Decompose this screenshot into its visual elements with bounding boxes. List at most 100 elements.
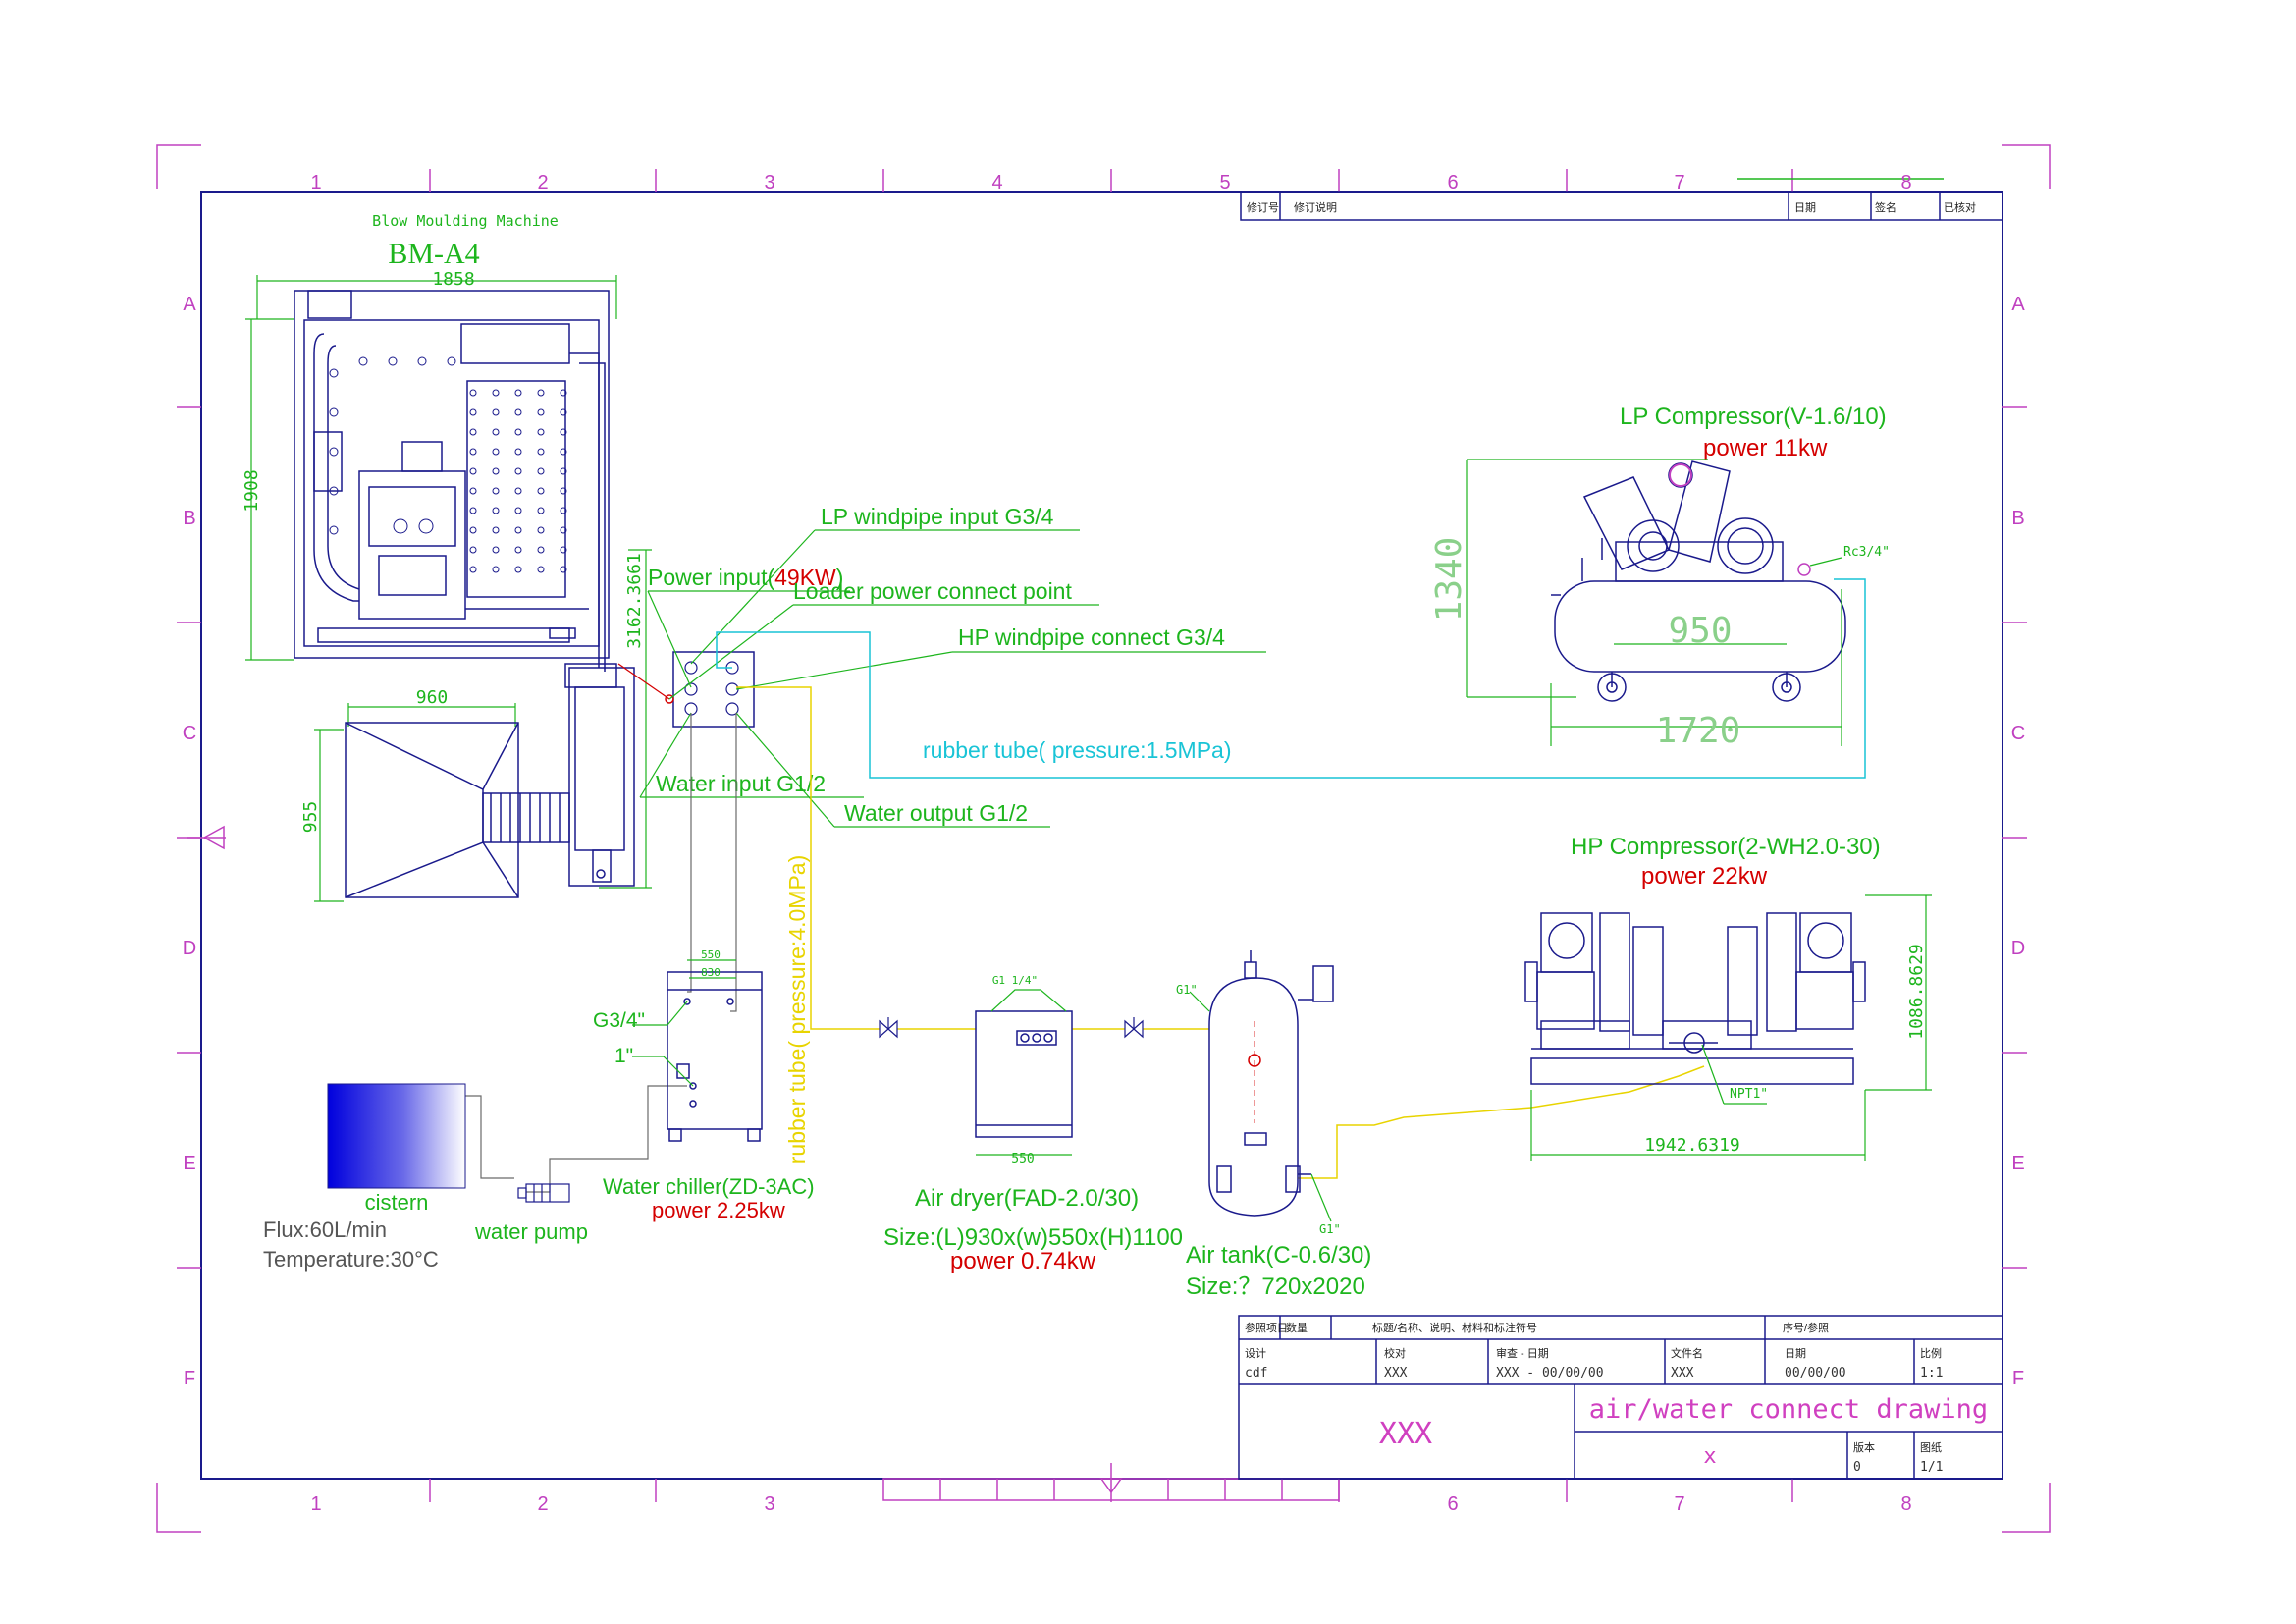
cistern-tank xyxy=(327,1083,466,1189)
air-dryer-port: G1 1/4" xyxy=(992,974,1038,987)
review-value: XXX - 00/00/00 xyxy=(1496,1366,1604,1380)
col-label-7: 7 xyxy=(1674,1493,1684,1515)
row-label-f: F xyxy=(2012,1368,2024,1389)
row-label-e: E xyxy=(183,1153,195,1174)
hp-compressor: HP Compressor(2-WH2.0-30) power 22kw xyxy=(1524,834,1932,1161)
serial-label: 序号/参照 xyxy=(1783,1321,1829,1334)
column-numbers-top: 1 2 3 4 5 6 7 8 xyxy=(310,172,1911,193)
lp-windpipe-input-label: LP windpipe input G3/4 xyxy=(821,504,1054,529)
col-label-1: 1 xyxy=(310,1493,321,1515)
col-label-1: 1 xyxy=(310,172,321,193)
revision-description-header: 修订说明 xyxy=(1294,200,1337,214)
power-input-label: Power input(49KW) xyxy=(648,565,843,590)
checker-value: XXX xyxy=(1384,1366,1408,1380)
cistern-flux: Flux:60L/min xyxy=(263,1218,387,1242)
scale-value: 1:1 xyxy=(1920,1366,1943,1380)
water-lines xyxy=(465,713,737,1193)
revision-sign-header: 签名 xyxy=(1875,200,1896,214)
air-tank-name: Air tank(C-0.6/30) xyxy=(1186,1242,1371,1269)
air-dryer-size: Size:(L)930x(w)550x(H)1100 xyxy=(883,1224,1183,1251)
revision-number-header: 修订号 xyxy=(1247,200,1279,214)
row-label-b: B xyxy=(2011,508,2024,529)
machine-side-dim: 3162.3661 xyxy=(624,553,645,649)
file-value: XXX xyxy=(1671,1366,1694,1380)
connection-panel: LP windpipe input G3/4 Power input(49KW)… xyxy=(617,504,1266,828)
revision-block: 修订号 修订说明 日期 签名 已核对 xyxy=(1240,191,2003,221)
drawing-frame xyxy=(156,144,2051,1533)
lp-rubber-tube xyxy=(716,578,1866,779)
designer-value: cdf xyxy=(1245,1366,1267,1380)
file-label: 文件名 xyxy=(1671,1346,1703,1360)
quantity-label: 数量 xyxy=(1286,1322,1308,1334)
version-value: 0 xyxy=(1853,1460,1861,1475)
lp-compressor-mid-dim: 950 xyxy=(1668,611,1732,651)
checker-label: 校对 xyxy=(1384,1346,1406,1360)
lp-compressor-power: power 11kw xyxy=(1703,435,1828,461)
revision-date-header: 日期 xyxy=(1794,201,1816,214)
col-label-8: 8 xyxy=(1900,1493,1911,1515)
designer-label: 设计 xyxy=(1245,1347,1266,1360)
machine-height-dim: 1908 xyxy=(241,469,262,512)
machine-subtitle: Blow Moulding Machine xyxy=(372,212,559,230)
air-dryer-power: power 0.74kw xyxy=(950,1248,1096,1274)
date-label: 日期 xyxy=(1785,1347,1806,1360)
lp-compressor-port: Rc3/4" xyxy=(1843,545,1890,560)
air-dryer: G1 1/4" 550 Air dryer(FAD-2.0/30) Size:(… xyxy=(883,974,1183,1274)
row-label-e: E xyxy=(2011,1153,2024,1174)
company-name: XXX xyxy=(1379,1417,1432,1451)
chiller-port-top: G3/4" xyxy=(593,1009,645,1032)
material-label: 标题/名称、说明、材料和标注符号 xyxy=(1372,1321,1537,1334)
col-label-2: 2 xyxy=(537,172,548,193)
title-block: 参照项目 数量 标题/名称、说明、材料和标注符号 序号/参照 设计 校对 审查 … xyxy=(1238,1315,2003,1480)
sheet-label: 图纸 xyxy=(1920,1441,1942,1454)
col-label-6: 6 xyxy=(1447,172,1458,193)
water-input-label: Water input G1/2 xyxy=(656,771,826,796)
row-label-a: A xyxy=(2011,294,2025,315)
cistern: cistern Flux:60L/min Temperature:30°C wa… xyxy=(263,1083,588,1272)
cistern-temperature: Temperature:30°C xyxy=(263,1247,439,1272)
lp-compressor: LP Compressor(V-1.6/10) power 11kw xyxy=(1429,404,1890,751)
col-label-3: 3 xyxy=(764,1493,774,1515)
chiller-name: Water chiller(ZD-3AC) xyxy=(603,1174,815,1199)
row-label-a: A xyxy=(183,294,196,315)
power-input-prefix: Power input( xyxy=(648,565,774,590)
lp-compressor-height-dim: 1340 xyxy=(1429,537,1469,623)
version-label: 版本 xyxy=(1853,1440,1875,1454)
row-label-f: F xyxy=(184,1368,195,1389)
water-pump-icon xyxy=(517,1183,570,1203)
power-input-suffix: ) xyxy=(836,565,844,590)
hp-compressor-height-dim: 1086.8629 xyxy=(1906,944,1927,1040)
hp-rubber-tube-label: rubber tube( pressure:4.0MPa) xyxy=(784,855,810,1164)
ref-item-label: 参照项目 xyxy=(1245,1321,1288,1334)
col-label-3: 3 xyxy=(764,172,774,193)
row-label-c: C xyxy=(183,723,196,744)
air-dryer-name: Air dryer(FAD-2.0/30) xyxy=(915,1185,1139,1212)
row-label-d: D xyxy=(2011,938,2025,959)
lp-rubber-tube-label: rubber tube( pressure:1.5MPa) xyxy=(923,737,1232,763)
row-letters-right: A B C D E F xyxy=(2011,294,2026,1389)
lp-compressor-length-dim: 1720 xyxy=(1656,711,1741,751)
col-label-5: 5 xyxy=(1219,172,1230,193)
water-chiller: 550 830 G3/4" 1" Water chiller(ZD-3AC) p… xyxy=(593,948,815,1222)
revision-checked-header: 已核对 xyxy=(1944,200,1976,214)
air-tank: G1" G1" Air tank(C-0.6/30) Size:？720x202… xyxy=(1176,950,1371,1300)
water-output-label: Water output G1/2 xyxy=(844,800,1028,826)
power-input-value: 49KW xyxy=(774,565,836,590)
drawing-subtitle: x xyxy=(1703,1444,1716,1469)
chiller-power: power 2.25kw xyxy=(652,1198,785,1222)
hp-compressor-port: NPT1" xyxy=(1730,1087,1768,1102)
machine-width-dim: 1858 xyxy=(432,269,474,290)
row-label-c: C xyxy=(2011,723,2025,744)
air-tank-port-in: G1" xyxy=(1176,983,1198,997)
cistern-name: cistern xyxy=(365,1190,429,1215)
lp-compressor-name: LP Compressor(V-1.6/10) xyxy=(1620,404,1887,430)
chiller-dim-top1: 550 xyxy=(701,948,721,961)
col-label-2: 2 xyxy=(537,1493,548,1515)
row-label-b: B xyxy=(183,508,195,529)
date-value: 00/00/00 xyxy=(1785,1366,1846,1380)
scale-label: 比例 xyxy=(1920,1346,1942,1360)
drawing-title: air/water connect drawing xyxy=(1589,1394,1988,1425)
hp-rubber-tube xyxy=(736,686,1705,1179)
row-letters-left: A B C D E F xyxy=(183,294,197,1389)
